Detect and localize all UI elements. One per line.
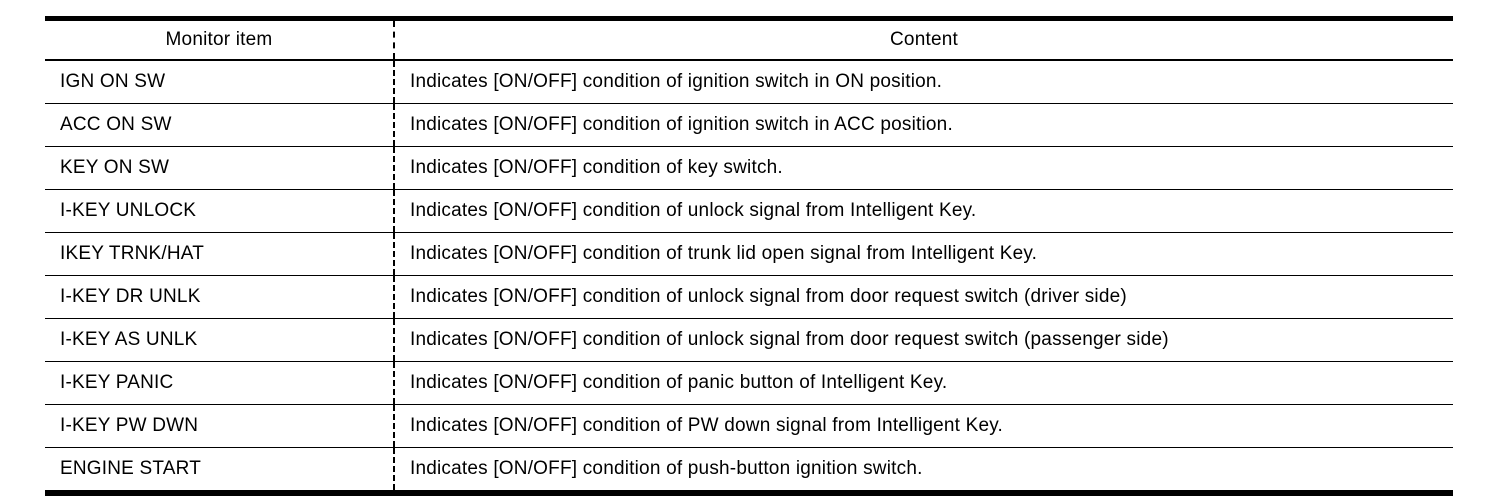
monitor-item-cell: IGN ON SW [60,70,166,92]
content-cell: Indicates [ON/OFF] condition of push-but… [393,448,1453,490]
monitor-item-table: Monitor item Content IGN ON SW Indicates… [45,16,1453,496]
content-cell: Indicates [ON/OFF] condition of key swit… [393,147,1453,189]
table-row: I-KEY DR UNLK Indicates [ON/OFF] conditi… [45,275,1453,318]
table-row: IKEY TRNK/HAT Indicates [ON/OFF] conditi… [45,232,1453,275]
monitor-item-cell: ACC ON SW [60,113,172,135]
header-monitor-item: Monitor item [165,28,273,50]
table-row: KEY ON SW Indicates [ON/OFF] condition o… [45,146,1453,189]
content-cell: Indicates [ON/OFF] condition of unlock s… [393,276,1453,318]
table-row: ENGINE START Indicates [ON/OFF] conditio… [45,447,1453,490]
monitor-item-cell: I-KEY AS UNLK [60,328,198,350]
content-cell: Indicates [ON/OFF] condition of PW down … [393,405,1453,447]
monitor-item-cell: I-KEY PW DWN [60,414,199,436]
table-header-row: Monitor item Content [45,21,1453,61]
content-cell: Indicates [ON/OFF] condition of ignition… [393,61,1453,103]
table-row: I-KEY PANIC Indicates [ON/OFF] condition… [45,361,1453,404]
monitor-item-cell: KEY ON SW [60,156,170,178]
content-cell: Indicates [ON/OFF] condition of trunk li… [393,233,1453,275]
monitor-item-cell: IKEY TRNK/HAT [60,242,205,264]
table-row: IGN ON SW Indicates [ON/OFF] condition o… [45,61,1453,103]
monitor-item-cell: ENGINE START [60,457,202,479]
content-cell: Indicates [ON/OFF] condition of panic bu… [393,362,1453,404]
table-row: ACC ON SW Indicates [ON/OFF] condition o… [45,103,1453,146]
content-cell: Indicates [ON/OFF] condition of unlock s… [393,190,1453,232]
table-row: I-KEY UNLOCK Indicates [ON/OFF] conditio… [45,189,1453,232]
monitor-item-cell: I-KEY DR UNLK [60,285,201,307]
header-content: Content [393,21,1453,59]
table-row: I-KEY AS UNLK Indicates [ON/OFF] conditi… [45,318,1453,361]
table-row: I-KEY PW DWN Indicates [ON/OFF] conditio… [45,404,1453,447]
monitor-item-cell: I-KEY UNLOCK [60,199,197,221]
content-cell: Indicates [ON/OFF] condition of ignition… [393,104,1453,146]
monitor-item-cell: I-KEY PANIC [60,371,174,393]
content-cell: Indicates [ON/OFF] condition of unlock s… [393,319,1453,361]
